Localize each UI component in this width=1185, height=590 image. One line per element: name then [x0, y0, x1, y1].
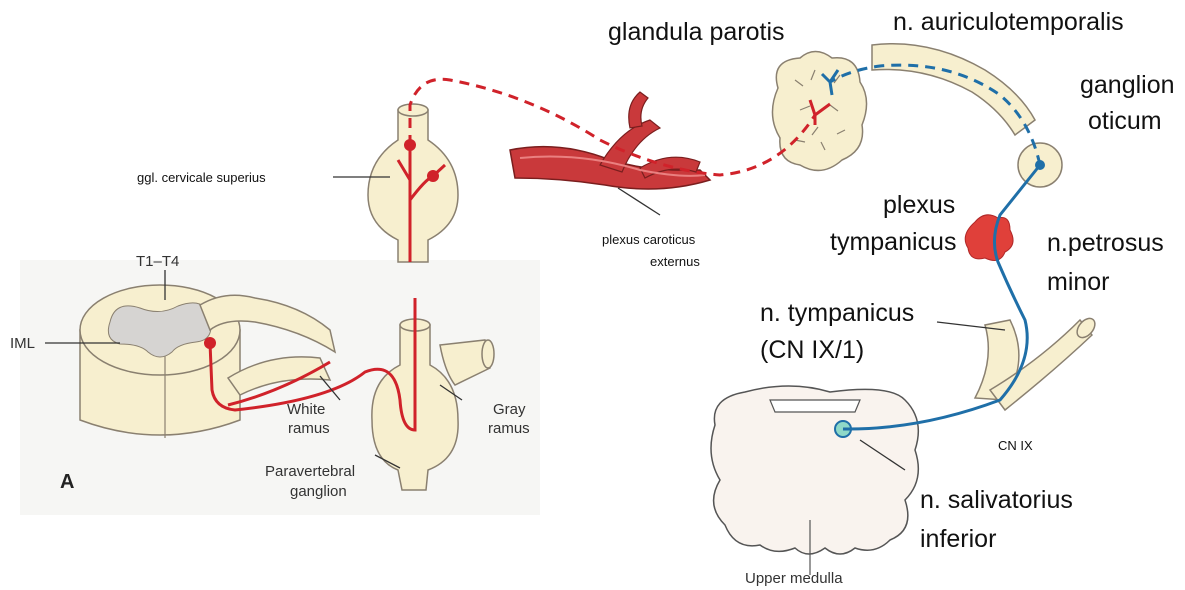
label-plexus-tympanicus-line2: tympanicus: [830, 228, 956, 256]
external-carotid-artery: [510, 92, 710, 189]
label-plexus-caroticus-line1: plexus caroticus: [602, 232, 696, 247]
label-glandula-parotis: glandula parotis: [608, 18, 785, 46]
label-n-petrosus-minor-line1: n.petrosus: [1047, 229, 1164, 257]
label-n-salivatorius-line2: inferior: [920, 525, 996, 553]
label-gray-ramus-line1: Gray: [493, 401, 526, 418]
label-plexus-caroticus-line2: externus: [650, 254, 700, 269]
label-cn-ix: CN IX: [998, 438, 1033, 453]
superior-cervical-ganglion: [368, 104, 458, 262]
label-n-tympanicus-line1: n. tympanicus: [760, 299, 914, 327]
label-gray-ramus-line2: ramus: [488, 420, 530, 437]
label-iml: IML: [10, 335, 35, 352]
label-n-tympanicus-line2: (CN IX/1): [760, 336, 864, 364]
label-ganglion-oticum-line2: oticum: [1088, 107, 1162, 135]
label-t1-t4: T1–T4: [136, 253, 179, 270]
label-paravertebral-line1: Paravertebral: [265, 463, 355, 480]
label-n-auriculotemporalis: n. auriculotemporalis: [893, 8, 1124, 36]
label-n-petrosus-minor-line2: minor: [1047, 268, 1110, 296]
upper-medulla: [711, 386, 918, 575]
label-ggl-cervicale-superius: ggl. cervicale superius: [137, 170, 266, 185]
label-plexus-tympanicus-line1: plexus: [883, 191, 955, 219]
gray-ramus-end: [482, 340, 494, 368]
label-n-salivatorius-line1: n. salivatorius: [920, 486, 1073, 514]
label-white-ramus-line2: ramus: [288, 420, 330, 437]
label-paravertebral-line2: ganglion: [290, 483, 347, 500]
label-white-ramus-line1: White: [287, 401, 325, 418]
tympanic-plexus: [965, 215, 1013, 261]
label-ganglion-oticum-line1: ganglion: [1080, 71, 1175, 99]
auriculotemporal-nerve: [872, 44, 1035, 135]
label-upper-medulla: Upper medulla: [745, 570, 843, 587]
label-panel-a: A: [60, 471, 74, 493]
